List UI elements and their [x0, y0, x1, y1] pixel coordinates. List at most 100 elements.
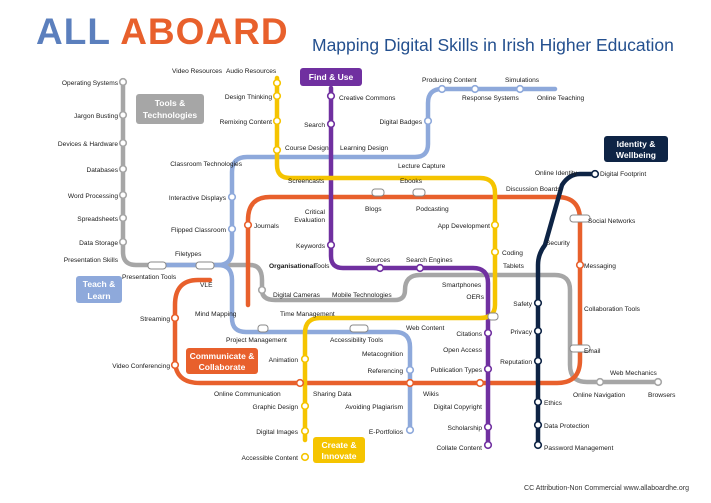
badge-create-line2: Innovate [322, 451, 357, 461]
station-marker [595, 377, 605, 387]
badge-identity-and-wellbeing: Identity & Wellbeing [604, 136, 668, 162]
station-marker [118, 138, 128, 148]
label-digital-badges: Digital Badges [379, 119, 422, 126]
station-marker [533, 397, 543, 407]
station-marker [118, 237, 128, 247]
station-marker [326, 240, 336, 250]
label-coding: Coding [502, 250, 523, 257]
label-search-engines: Search Engines [406, 257, 453, 264]
label-wikis: Wikis [423, 391, 439, 398]
label-online-navigation: Online Navigation [573, 392, 625, 399]
station-marker [118, 190, 128, 200]
station-marker [405, 378, 415, 388]
label-flipped-classroom: Flipped Classroom [171, 227, 226, 234]
station-marker [483, 422, 493, 432]
label-organisational-tools-rest: Tools [314, 263, 330, 270]
label-app-development: App Development [438, 223, 491, 230]
label-video-resources: Video Resources [172, 68, 223, 75]
label-collate-content: Collate Content [437, 445, 483, 452]
label-operating-systems: Operating Systems [62, 80, 119, 87]
badge-find-and-use: Find & Use [300, 68, 362, 86]
label-devices-hardware: Devices & Hardware [58, 141, 118, 148]
label-audio-resources: Audio Resources [226, 68, 277, 75]
label-spreadsheets: Spreadsheets [77, 216, 118, 223]
station-marker [227, 192, 237, 202]
label-ethics: Ethics [544, 400, 563, 407]
station-marker [300, 354, 310, 364]
label-lecture-capture: Lecture Capture [398, 163, 446, 170]
label-accessible-content: Accessible Content [242, 455, 299, 462]
station-marker [437, 84, 447, 94]
label-digital-footprint: Digital Footprint [600, 171, 646, 178]
station-marker [257, 285, 267, 295]
label-social-networks: Social Networks [588, 218, 636, 225]
label-sources: Sources [366, 257, 391, 264]
label-accessibility-tools: Accessibility Tools [330, 337, 384, 344]
label-databases: Databases [86, 167, 118, 174]
station-marker [490, 220, 500, 230]
station-marker [533, 326, 543, 336]
label-web-mechanics: Web Mechanics [610, 370, 657, 377]
label-sharing-data: Sharing Data [313, 391, 352, 398]
line-find-and-use [328, 85, 491, 448]
line-identity-and-wellbeing [535, 171, 598, 448]
header: ALL ABOARD Mapping Digital Skills in Iri… [0, 0, 711, 60]
interchange-marker [349, 324, 369, 333]
label-security: Security [546, 240, 571, 247]
station-marker [170, 313, 180, 323]
station-marker [118, 110, 128, 120]
label-avoiding-plagiarism: Avoiding Plagiarism [345, 404, 403, 411]
station-marker [118, 164, 128, 174]
station-marker [118, 77, 128, 87]
label-reputation: Reputation [500, 359, 532, 366]
station-marker [515, 84, 525, 94]
label-email: Email [584, 348, 601, 355]
label-keywords: Keywords [296, 243, 326, 250]
label-mobile-technologies: Mobile Technologies [332, 292, 392, 299]
badge-find-line1: Find & Use [309, 72, 354, 82]
station-marker [227, 224, 237, 234]
interchange-marker [195, 261, 215, 270]
station-marker [470, 84, 480, 94]
label-mind-mapping: Mind Mapping [195, 311, 237, 318]
badge-teach-line1: Teach & [83, 279, 115, 289]
label-ebooks: Ebooks [400, 178, 423, 185]
station-marker [326, 91, 336, 101]
interchange-marker [257, 324, 269, 333]
badge-create-and-innovate: Create & Innovate [313, 437, 365, 463]
station-marker [490, 247, 500, 257]
label-classroom-technologies: Classroom Technologies [170, 161, 242, 168]
label-safety: Safety [513, 301, 532, 308]
label-digital-images: Digital Images [256, 429, 298, 436]
label-browsers: Browsers [648, 392, 676, 399]
station-marker [295, 378, 305, 388]
title-all: ALL [36, 11, 111, 52]
label-learning-design: Learning Design [340, 145, 388, 152]
station-marker [533, 440, 543, 450]
label-journals: Journals [254, 223, 280, 230]
badge-identity-line2: Wellbeing [616, 150, 656, 160]
label-publication-types: Publication Types [430, 367, 482, 374]
label-vle: VLE [200, 282, 213, 289]
station-marker [483, 328, 493, 338]
station-marker [118, 213, 128, 223]
badge-identity-line1: Identity & [617, 139, 656, 149]
station-marker [653, 377, 663, 387]
label-critical-1: Critical [305, 209, 326, 216]
label-open-access: Open Access [443, 347, 483, 354]
label-presentation-tools: Presentation Tools [122, 274, 177, 281]
station-marker [483, 440, 493, 450]
page-title: ALL ABOARD [36, 12, 289, 52]
label-project-management: Project Management [226, 337, 287, 344]
line-create-and-innovate [274, 75, 498, 443]
station-marker [405, 365, 415, 375]
station-marker [326, 119, 336, 129]
badge-teach-line2: Learn [87, 291, 110, 301]
label-organisational-tools-bold: Organisational [269, 263, 315, 270]
badge-tools-line1: Tools & [155, 98, 186, 108]
station-marker [300, 426, 310, 436]
label-presentation-skills: Presentation Skills [64, 257, 119, 264]
station-marker [272, 78, 282, 88]
label-time-management: Time Management [280, 311, 335, 318]
